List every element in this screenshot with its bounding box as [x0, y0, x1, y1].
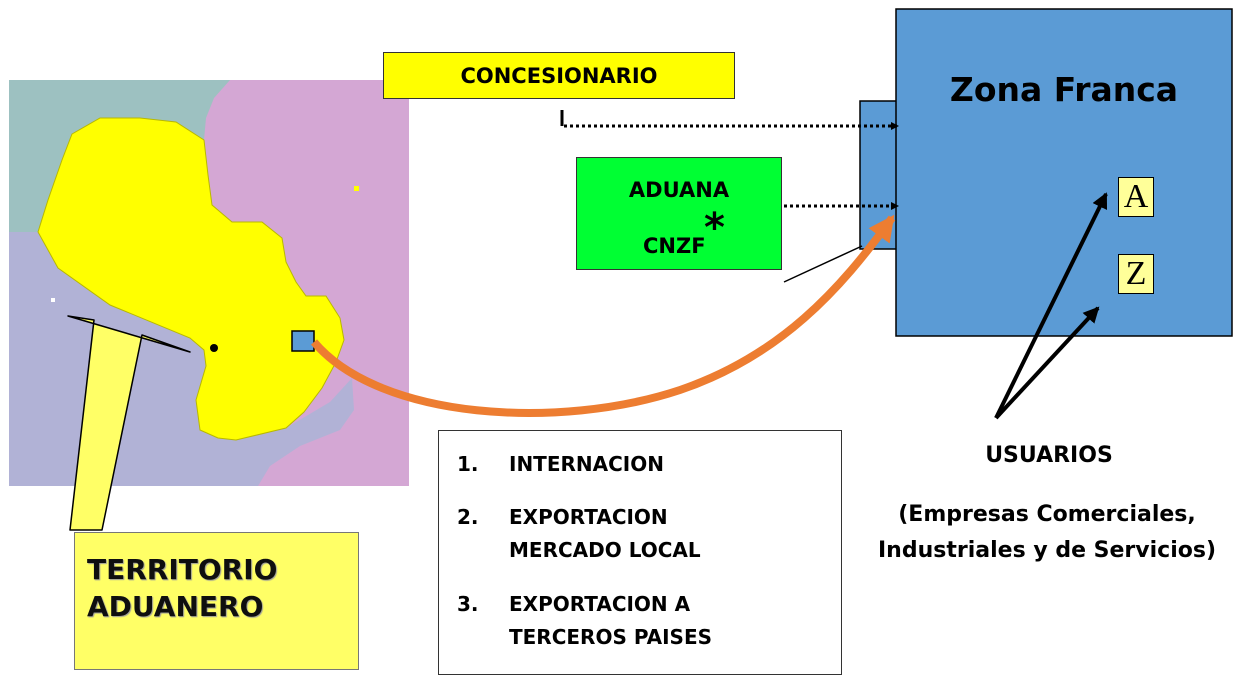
list-item-number: 3. [457, 592, 479, 616]
zona-franca-title: Zona Franca [949, 70, 1179, 109]
concesionario-label: CONCESIONARIO [460, 63, 658, 88]
list-item-text: EXPORTACION A TERCEROS PAISES [509, 588, 839, 654]
map-dot [210, 344, 218, 352]
list-item-number: 1. [457, 452, 479, 476]
concesionario-box: CONCESIONARIO [383, 52, 735, 99]
list-item-line: MERCADO LOCAL [509, 538, 701, 562]
usuarios-description: (Empresas Comerciales, Industriales y de… [862, 497, 1232, 569]
usuarios-desc-line1: (Empresas Comerciales, [898, 502, 1196, 527]
usuarios-arrow-a [994, 192, 1108, 419]
map-dot [51, 298, 55, 302]
list-item-number: 2. [457, 505, 479, 529]
territorio-aduanero-box: TERRITORIO ADUANERO [74, 532, 359, 670]
operations-list: 1. INTERNACION 2. EXPORTACION MERCADO LO… [438, 430, 842, 675]
list-item-line: EXPORTACION [509, 505, 668, 529]
list-item-line: TERCEROS PAISES [509, 625, 713, 649]
map-dot [354, 186, 359, 191]
cnzf-label: CNZF [643, 234, 706, 258]
map [9, 80, 409, 486]
territorio-callout-arrow [67, 315, 191, 531]
aduana-label: ADUANA [628, 178, 730, 202]
user-box-z: Z [1118, 254, 1154, 294]
territorio-line2: ADUANERO [87, 590, 264, 623]
user-box-a: A [1118, 177, 1154, 217]
aduana-box: ADUANA CNZF * [576, 157, 782, 270]
zona-franca-box [895, 8, 1233, 337]
map-region-north [9, 80, 230, 232]
asterisk-mark: * [704, 205, 725, 251]
list-item-text: INTERNACION [509, 452, 664, 476]
flow-arrow [310, 214, 896, 417]
pointer-line [783, 245, 863, 283]
zona-franca-location-marker [291, 330, 315, 352]
territorio-line1: TERRITORIO [87, 553, 278, 586]
concesionario-connector [560, 110, 899, 130]
usuarios-arrow-z [994, 306, 1100, 420]
list-item-line: EXPORTACION A [509, 592, 691, 616]
list-item-text: EXPORTACION MERCADO LOCAL [509, 501, 839, 567]
usuarios-desc-line2: Industriales y de Servicios) [878, 538, 1216, 563]
usuarios-label: USUARIOS [985, 443, 1113, 468]
